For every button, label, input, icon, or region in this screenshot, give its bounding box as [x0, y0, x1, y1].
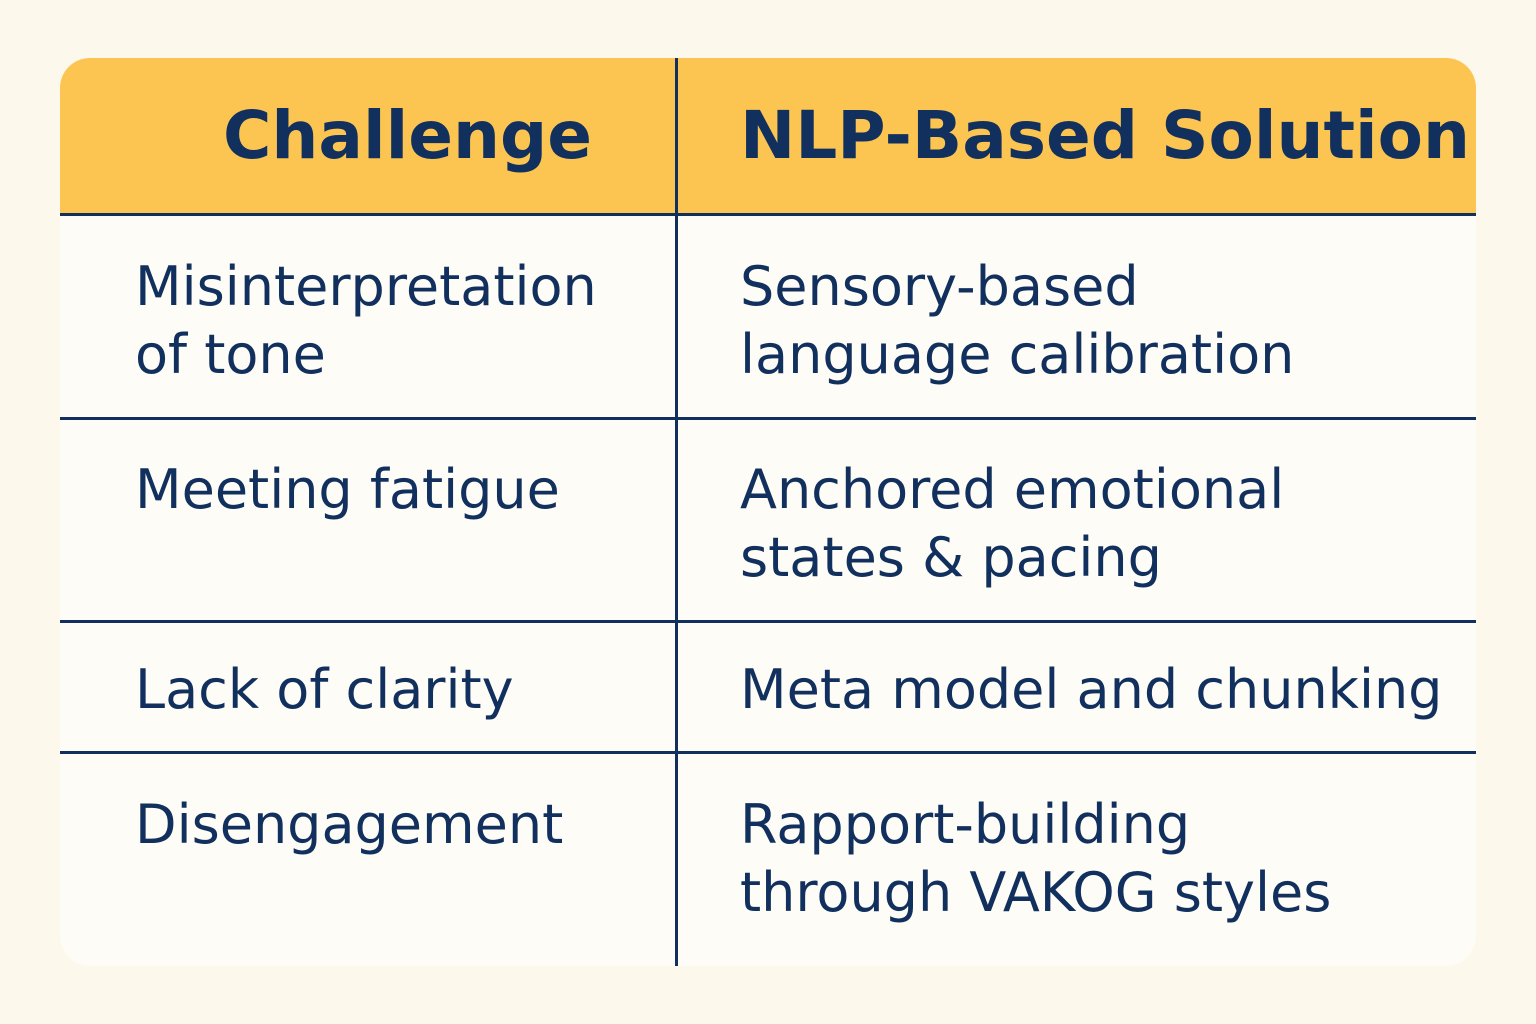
header-challenge: Challenge	[223, 97, 592, 174]
row-4-solution: Rapport-building through VAKOG styles	[740, 793, 1332, 924]
row-1-solution: Sensory-based language calibration	[740, 255, 1295, 386]
divider	[60, 620, 1476, 623]
row-2-challenge: Meeting fatigue	[135, 458, 560, 521]
column-divider	[675, 58, 678, 966]
header-solution: NLP-Based Solution	[740, 97, 1470, 174]
table-header	[60, 58, 1476, 214]
comparison-table: Challenge NLP-Based Solution Misinterpre…	[60, 58, 1476, 966]
divider	[60, 417, 1476, 420]
row-3-challenge: Lack of clarity	[135, 658, 514, 721]
divider	[60, 751, 1476, 754]
divider	[60, 213, 1476, 216]
row-4-challenge: Disengagement	[135, 793, 564, 856]
row-2-solution: Anchored emotional states & pacing	[740, 458, 1285, 589]
row-3-solution: Meta model and chunking	[740, 658, 1443, 721]
row-1-challenge: Misinterpretation of tone	[135, 255, 597, 386]
